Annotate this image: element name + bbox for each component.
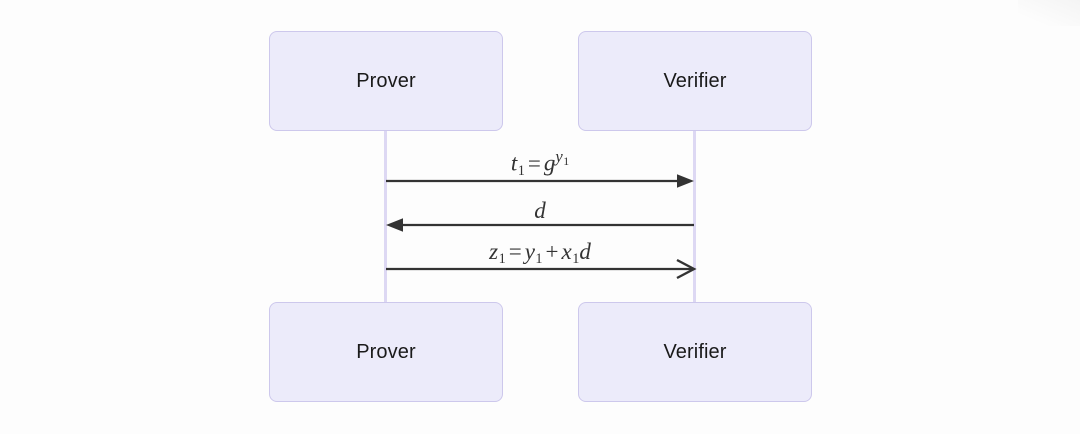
message-2[interactable]: d [386, 188, 694, 234]
message-1-exponent: y1 [555, 147, 570, 169]
message-1-arrow-right-filled [386, 174, 694, 188]
participant-box-prover-top[interactable]: Prover [269, 31, 503, 131]
message-3-term1-var: y [524, 238, 535, 264]
message-3-term2-var: x [561, 238, 572, 264]
message-3-arrow-right-open [386, 258, 697, 280]
message-1-exp-var: y [555, 147, 563, 167]
message-3-operator: = [508, 238, 522, 264]
participant-label-prover-top: Prover [356, 69, 416, 92]
participant-box-verifier-bottom[interactable]: Verifier [578, 302, 812, 402]
message-1[interactable]: t1=gy1 [386, 144, 694, 190]
participant-box-verifier-top[interactable]: Verifier [578, 31, 812, 131]
message-1-operator: = [527, 150, 541, 176]
message-1-base: g [543, 150, 556, 176]
lifeline-verifier [693, 131, 696, 302]
participant-label-prover-bottom: Prover [356, 340, 416, 363]
lifeline-prover [384, 131, 387, 302]
message-3-term1-sub: 1 [535, 250, 543, 267]
message-3[interactable]: z1=y1+x1d [386, 232, 697, 280]
participant-label-verifier-bottom: Verifier [663, 340, 727, 363]
message-2-arrow-left-filled [386, 218, 694, 232]
message-3-lhs-sub: 1 [498, 250, 506, 267]
message-1-exp-sub: 1 [563, 154, 570, 169]
message-3-plus: + [545, 238, 559, 264]
message-2-label: d [386, 199, 694, 222]
message-3-label: z1=y1+x1d [386, 240, 694, 266]
participant-label-verifier-top: Verifier [663, 69, 727, 92]
message-1-label: t1=gy1 [386, 147, 694, 179]
message-3-term3-var: d [579, 238, 591, 264]
message-1-lhs-var: t [510, 150, 518, 176]
message-2-var: d [534, 198, 546, 223]
message-1-lhs-sub: 1 [517, 162, 525, 179]
message-3-lhs-var: z [489, 238, 499, 264]
participant-box-prover-bottom[interactable]: Prover [269, 302, 503, 402]
message-3-term2-sub: 1 [572, 250, 580, 267]
